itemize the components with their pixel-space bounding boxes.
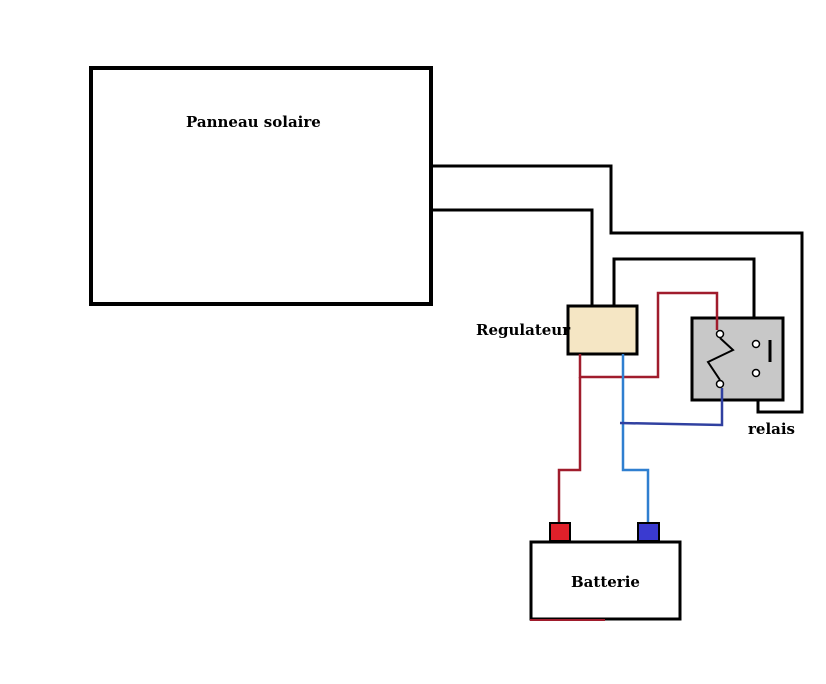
relay-box <box>690 316 785 402</box>
wire-panel-to-relay-outer <box>433 164 804 414</box>
solar-panel-label: Panneau solaire <box>186 113 321 131</box>
wire-panel-to-relay-inner <box>612 257 756 340</box>
regulator-box <box>566 304 639 356</box>
wire-regulator-to-relay-coil-positive <box>578 291 719 379</box>
battery-label: Batterie <box>571 573 640 591</box>
relay-coil-bottom-terminal <box>715 379 725 389</box>
positive-wires <box>557 291 719 522</box>
battery-negative-terminal <box>637 522 660 542</box>
relay-coil-top-terminal <box>715 329 725 339</box>
regulator: Regulateur <box>476 304 639 356</box>
panel-wires <box>433 164 804 414</box>
wire-panel-to-regulator <box>433 208 594 305</box>
solar-panel: Panneau solaire <box>89 66 433 306</box>
battery-box <box>529 540 682 621</box>
relay-switch-bottom-terminal <box>751 368 761 378</box>
relay-coil-icon <box>706 337 735 381</box>
relay-switch-top-terminal <box>751 339 761 349</box>
wire-relay-coil-to-negative <box>619 388 724 427</box>
relay-label: relais <box>748 420 795 438</box>
battery-positive-terminal <box>549 522 571 542</box>
negative-wires <box>619 354 724 522</box>
battery: Batterie <box>529 522 682 621</box>
regulator-label: Regulateur <box>476 321 571 339</box>
wire-regulator-to-battery-negative <box>621 354 650 522</box>
solar-panel-box <box>89 66 433 306</box>
relay: relais <box>690 316 795 438</box>
wire-regulator-to-battery-positive <box>557 377 582 522</box>
